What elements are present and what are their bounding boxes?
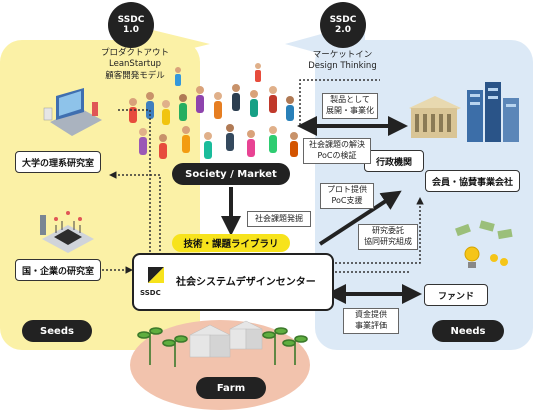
ssdc2-circle: SSDC 2.0 [320, 2, 366, 48]
university-lab-label: 大学の理系研究室 [21, 158, 94, 169]
ssdc1-line1: SSDC [117, 14, 145, 25]
prototype-line: PoC支援 [331, 196, 363, 205]
fund-illustration [455, 220, 513, 268]
product-label-line: 製品として [330, 95, 370, 105]
prototype-line: プロト提供 [327, 185, 367, 195]
ssdc2-caption: マーケットイン Design Thinking [290, 50, 395, 73]
farm-pill: Farm [196, 377, 266, 399]
research-line: 研究委託 [372, 226, 404, 236]
issue-discovery-label: 社会課題発掘 [247, 211, 311, 227]
seeds-label: Seeds [40, 325, 74, 337]
university-lab-illustration [43, 88, 102, 136]
seeds-pill: Seeds [22, 320, 92, 342]
funding-label: 資金提供 事業評価 [343, 308, 399, 334]
issue-solution-line: PoCの検証 [317, 151, 357, 160]
center-name: 社会システムデザインセンター [176, 277, 316, 288]
ssdc-logo-text: SSDC [140, 289, 161, 297]
members-box: 会員・協賛事業会社 [425, 170, 520, 192]
ssdc-logo-icon [148, 267, 164, 283]
farm-label: Farm [216, 382, 246, 394]
needs-pill: Needs [432, 320, 504, 342]
ssdc1-caption: プロダクトアウト LeanStartup 顧客開発モデル [85, 48, 185, 82]
issue-solution-line: 社会課題の解決 [309, 140, 365, 150]
funding-line: 事業評価 [355, 321, 387, 330]
funding-line: 資金提供 [355, 310, 387, 320]
ssdc1-caption-line: プロダクトアウト [100, 48, 169, 58]
ssdc2-caption-line: Design Thinking [308, 61, 377, 72]
connector-arrows [102, 79, 424, 304]
society-market-label: Society / Market [185, 168, 277, 180]
ssdc1-caption-line: 顧客開発モデル [105, 70, 165, 81]
product-label: 製品として 展開・事業化 [322, 93, 378, 119]
center-box: SSDC 社会システムデザインセンター [132, 253, 334, 311]
society-market-pill: Society / Market [172, 163, 290, 185]
fund-box: ファンド [424, 284, 488, 306]
chip-illustration [40, 211, 94, 253]
ssdc2-line2: 2.0 [335, 25, 351, 35]
crowd-illustration [129, 63, 298, 159]
research-label: 研究委託 協同研究組成 [358, 224, 418, 250]
government-label: 行政機関 [375, 157, 412, 168]
fund-label: ファンド [437, 291, 474, 302]
issue-solution-label: 社会課題の解決 PoCの検証 [303, 138, 371, 164]
corporate-lab-box: 国・企業の研究室 [15, 259, 101, 281]
needs-label: Needs [450, 325, 486, 337]
members-label: 会員・協賛事業会社 [431, 177, 513, 188]
university-lab-box: 大学の理系研究室 [15, 151, 101, 173]
library-pill: 技術・課題ライブラリ [172, 234, 290, 252]
farm-illustration [137, 320, 308, 367]
ssdc1-line2: 1.0 [123, 25, 139, 35]
research-line: 協同研究組成 [364, 237, 412, 246]
prototype-label: プロト提供 PoC支援 [320, 183, 374, 209]
ssdc1-circle: SSDC 1.0 [108, 2, 154, 48]
corporate-lab-label: 国・企業の研究室 [21, 266, 94, 277]
library-label: 技術・課題ライブラリ [183, 239, 279, 250]
ssdc2-caption-line: マーケットイン [312, 50, 373, 60]
product-label-line: 展開・事業化 [326, 106, 374, 115]
buildings-illustration [409, 82, 519, 142]
issue-discovery-text: 社会課題発掘 [255, 213, 303, 223]
ssdc1-caption-line: LeanStartup [109, 59, 161, 70]
ssdc2-line1: SSDC [329, 14, 357, 25]
